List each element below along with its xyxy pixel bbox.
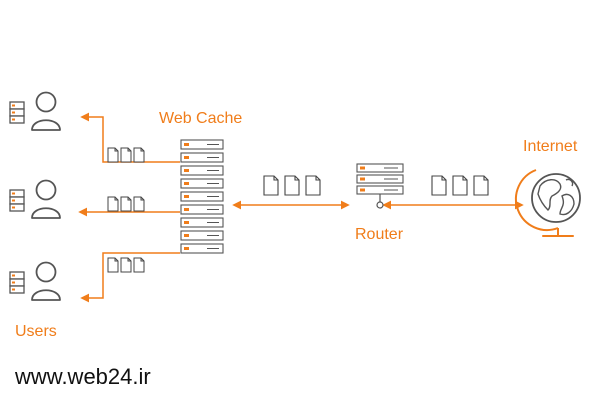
documents-cache-router [263,175,321,196]
document-icon [120,257,132,273]
document-icon [120,147,132,163]
document-icon [284,175,300,196]
server-rack-icon [180,152,224,163]
document-icon [133,196,145,212]
documents-user-1 [107,147,145,163]
document-icon [133,257,145,273]
document-icon [107,196,119,212]
server-rack-icon [180,217,224,228]
router [356,163,404,209]
users-label: Users [15,323,57,340]
documents-user-2 [107,196,145,212]
server-rack-icon [180,243,224,254]
server-rack-icon [180,191,224,202]
users-group [9,91,61,301]
document-icon [107,147,119,163]
documents-router-internet [431,175,489,196]
document-icon [452,175,468,196]
web-cache-server [180,139,224,254]
globe-icon [514,169,581,237]
document-icon [263,175,279,196]
watermark-text: www.web24.ir [14,364,151,389]
document-icon [133,147,145,163]
server-rack-icon [180,230,224,241]
document-icon [120,196,132,212]
web-cache-label: Web Cache [159,110,242,127]
document-icon [473,175,489,196]
server-rack-icon [180,204,224,215]
document-icon [305,175,321,196]
internet-label: Internet [523,138,578,155]
documents-user-3 [107,257,145,273]
cache-to-user-3-line [80,252,180,303]
server-rack-icon [180,139,224,150]
user-icon [9,179,61,219]
connections [78,112,524,303]
document-icon [107,257,119,273]
user-icon [9,91,61,131]
server-rack-icon [180,165,224,176]
document-icon [431,175,447,196]
router-label: Router [355,226,404,243]
router-icon [356,163,404,209]
user-icon [9,261,61,301]
server-rack-icon [180,178,224,189]
